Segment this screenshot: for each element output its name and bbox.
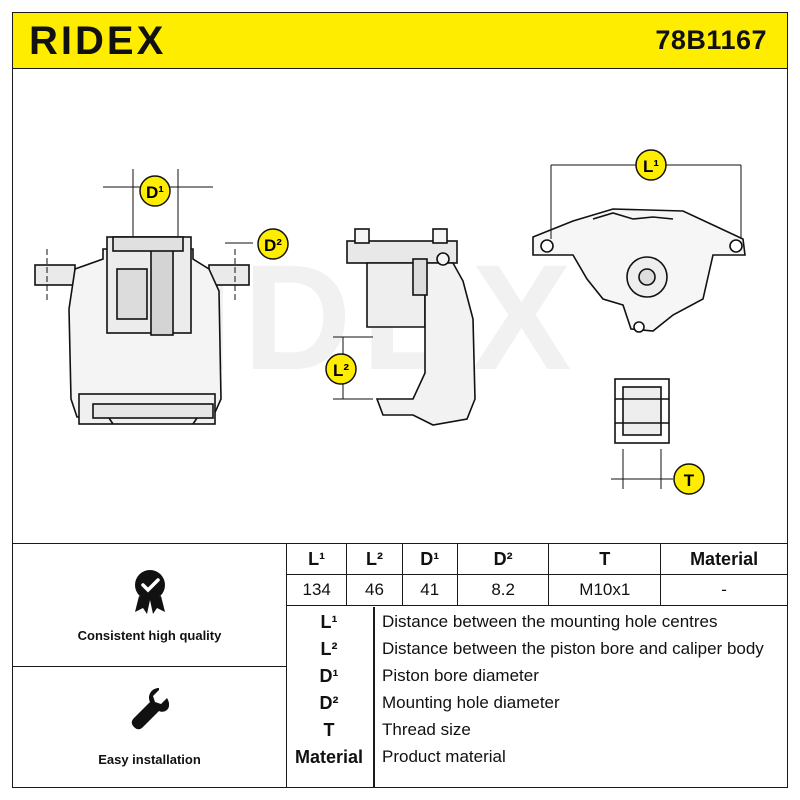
t-marker: T [684,471,695,490]
legend-desc: Product material [382,747,506,766]
spec-header: Material [660,544,787,575]
legend-key: T [323,720,335,740]
legend-key: L¹ [320,612,338,632]
legend-row: Material Product material [286,744,787,770]
legend-row: L² Distance between the piston bore and … [286,636,787,662]
spec-value: - [660,574,787,606]
legend-desc: Thread size [382,720,471,739]
l2-dimension: L² [325,336,373,400]
l1-marker: L¹ [643,157,659,176]
legend-desc: Distance between the piston bore and cal… [382,639,764,658]
spec-legend: L¹ Distance between the mounting hole ce… [286,607,787,787]
spec-value: 8.2 [456,574,550,606]
legend-row: L¹ Distance between the mounting hole ce… [286,609,787,635]
d2-dimension: D² [225,228,289,260]
spec-value-row: 134 46 41 8.2 M10x1 - [285,574,787,606]
legend-divider [373,607,375,787]
legend-key: D¹ [319,666,339,686]
legend-key: D² [319,693,339,713]
technical-drawing: RIDEX D¹ [13,69,787,543]
spec-header: L² [346,544,403,575]
brand-name: RIDEX [29,19,166,62]
specs-section: Consistent high quality Easy installatio… [13,543,787,787]
spec-value: 134 [285,574,348,606]
legend-row: D¹ Piston bore diameter [286,663,787,689]
spec-header: T [548,544,662,575]
caliper-front-view [34,169,250,425]
legend-key: Material [294,747,364,767]
wrench-icon [131,688,169,730]
header-bar: RIDEX 78B1167 [13,13,787,69]
feature-label: Consistent high quality [77,628,222,643]
feature-installation: Easy installation [13,666,286,787]
quality-badge-icon [135,570,165,614]
d1-marker: D¹ [146,183,164,202]
spec-value: 46 [346,574,403,606]
t-dimension: T [673,463,705,495]
spec-table: L¹ L² D¹ D² T Material 134 46 41 8.2 M10… [285,544,787,606]
legend-row: T Thread size [286,717,787,743]
legend-desc: Distance between the mounting hole centr… [382,612,718,631]
thread-detail [611,378,673,489]
spec-header: D² [456,544,550,575]
d2-marker: D² [264,236,282,255]
spec-value: 41 [401,574,458,606]
feature-quality: Consistent high quality [13,544,286,667]
product-sheet: RIDEX 78B1167 RIDEX [12,12,788,788]
legend-desc: Piston bore diameter [382,666,539,685]
legend-desc: Mounting hole diameter [382,693,560,712]
brand-logo: RIDEX [29,18,199,67]
caliper-top-view [532,208,746,333]
l2-marker: L² [333,361,349,380]
spec-header: D¹ [401,544,458,575]
l1-dimension: L¹ [550,149,742,239]
legend-row: D² Mounting hole diameter [286,690,787,716]
legend-key: L² [320,639,338,659]
part-number: 78B1167 [655,25,767,55]
d1-dimension: D¹ [139,175,171,207]
spec-header-row: L¹ L² D¹ D² T Material [285,544,787,575]
features-column: Consistent high quality Easy installatio… [13,544,287,787]
feature-label: Easy installation [98,752,201,767]
caliper-side-view [346,228,476,426]
spec-header: L¹ [285,544,348,575]
spec-value: M10x1 [548,574,662,606]
